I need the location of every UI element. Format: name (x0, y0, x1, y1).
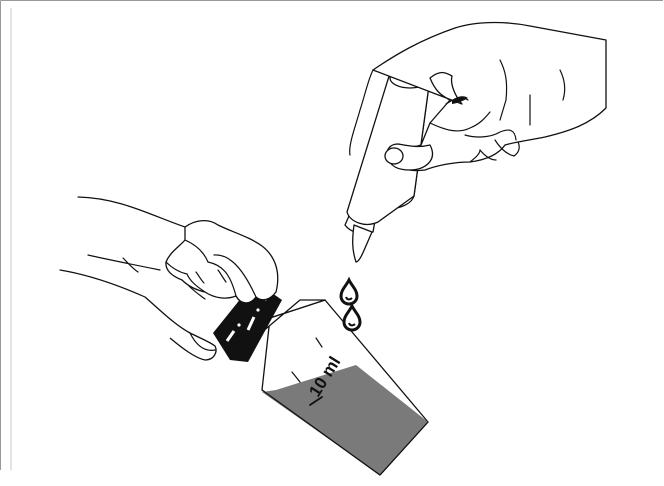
scale-mark-10ml (309, 396, 323, 406)
bottle-liquid (262, 365, 428, 475)
drop-2 (342, 302, 362, 332)
left-hand-fingers (165, 220, 279, 304)
right-hand-back (372, 21, 607, 172)
page-border (0, 0, 663, 470)
sample-bottle: 10 ml (254, 299, 429, 476)
scale-mark (315, 337, 323, 348)
left-hand-thumb (144, 296, 217, 361)
cap-body (213, 286, 282, 362)
left-hand (59, 196, 279, 361)
right-hand (349, 21, 607, 172)
drop-1 (339, 276, 359, 306)
dropper-tip (352, 224, 373, 263)
scale-mark (291, 371, 301, 383)
drops (339, 276, 362, 332)
